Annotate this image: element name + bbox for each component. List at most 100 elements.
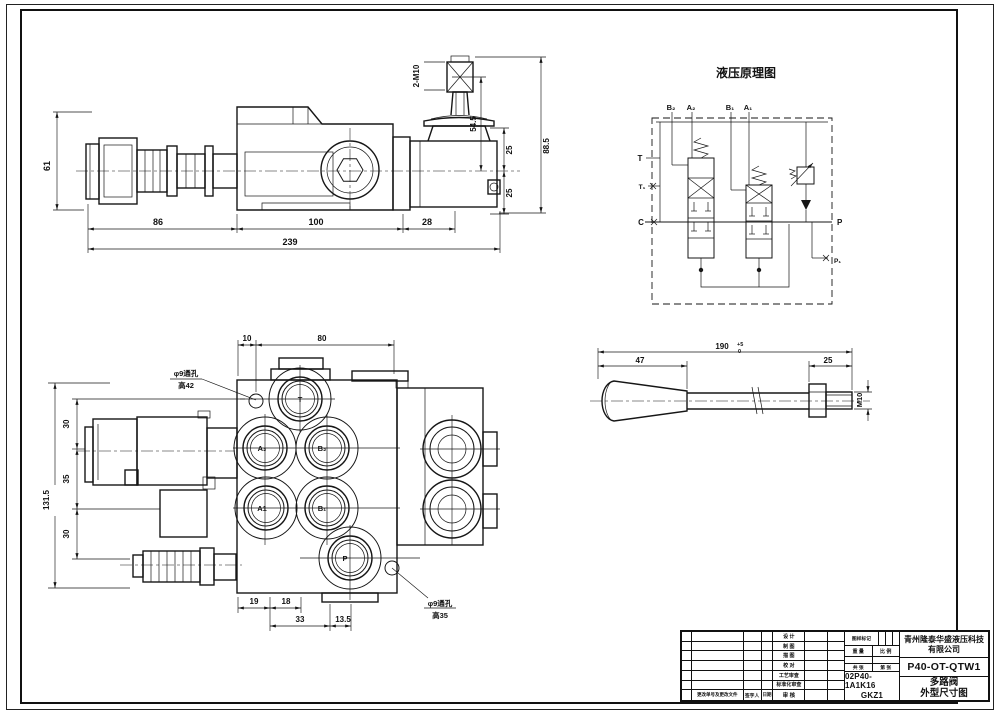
dim-131-5: 131.5 — [42, 489, 51, 510]
note-hole-top-line1: φ9通孔 — [174, 368, 199, 378]
tb-empty-row — [845, 657, 899, 664]
front-view-body — [78, 357, 500, 603]
dim-61: 61 — [42, 161, 52, 171]
tb-cell-empty — [682, 661, 692, 670]
title-block-middle: 图样标记 重 量 比 例 共 张 第 张 02P40-1A1K16 GKZ1 — [844, 632, 899, 700]
dim-190-tol-lower: 0 — [738, 349, 741, 355]
tb-signer-label: 签字人 — [744, 690, 762, 701]
tb-cell-empty — [682, 641, 692, 651]
tb-cell-empty — [744, 670, 762, 680]
port-a2: A₂ — [687, 103, 696, 112]
tb-row: 标准化审查 — [682, 680, 844, 691]
port-label-p: P — [342, 554, 347, 563]
tb-cell-empty — [805, 661, 829, 670]
tb-cell-empty — [828, 642, 844, 651]
dim-33: 33 — [296, 615, 305, 624]
tb-cell-empty — [762, 680, 774, 690]
port-label-b1: B₁ — [318, 504, 327, 513]
dim-28: 28 — [422, 217, 432, 227]
tb-cell-empty — [762, 661, 774, 670]
dim-35: 35 — [62, 474, 71, 483]
port-a1: A₁ — [744, 103, 753, 112]
tb-product-name-line1: 多路阀 — [929, 677, 959, 689]
dim-80: 80 — [318, 334, 327, 343]
handle-drawing: 190 +5 0 47 25 M10 — [590, 342, 872, 422]
note-2-m10: 2-M10 — [412, 64, 421, 87]
tb-sheet-total-label: 共 张 — [852, 666, 864, 671]
tb-audit-label: 审 核 — [773, 690, 806, 701]
tb-cell-empty — [762, 670, 774, 680]
tb-product-name-line2: 外型尺寸图 — [920, 688, 968, 699]
dim-19: 19 — [250, 597, 259, 606]
tb-cell-empty — [762, 651, 774, 661]
dim-86: 86 — [153, 217, 163, 227]
tb-row-bottom: 更改单号及更改文件签字人日期审 核 — [682, 690, 844, 701]
tb-change-label: 更改单号及更改文件 — [692, 690, 744, 701]
tb-cell-empty — [682, 690, 692, 701]
dim-100: 100 — [308, 217, 323, 227]
tb-cell-empty — [744, 680, 762, 690]
port-t: T — [638, 154, 643, 163]
dim-25-lower: 25 — [505, 188, 514, 197]
sheet-border-inner — [20, 9, 958, 704]
tb-cell-empty — [805, 670, 829, 680]
handle-body — [590, 380, 870, 422]
tb-cell-empty — [744, 661, 762, 670]
hydraulic-schematic: 液压原理图 — [638, 65, 843, 305]
tb-cell-empty — [682, 670, 692, 680]
tb-cell-empty — [828, 690, 844, 700]
side-view-drawing: 61 86 100 28 239 54.5 25 25 — [42, 55, 551, 253]
sheet-border-outer — [6, 4, 994, 710]
port-b2: B₂ — [667, 103, 676, 112]
tb-row: 设 计 — [682, 632, 844, 642]
front-view-drawing: T A₂ B₂ A1 B₁ P φ9通孔 高42 φ9通孔 高35 10 80 — [42, 334, 500, 631]
dim-30-top: 30 — [62, 419, 71, 428]
schematic-circuit — [645, 112, 833, 305]
side-view-dimensions: 61 86 100 28 239 54.5 25 25 — [42, 56, 551, 253]
tb-row-label-design: 设 计 — [773, 632, 806, 641]
tb-row: 校 对 — [682, 661, 844, 671]
tb-model: 02P40-1A1K16 GKZ1 — [845, 672, 899, 700]
tb-cell-empty — [845, 657, 872, 663]
tb-cell-empty — [692, 670, 744, 680]
tb-drawing-number: P40-OT-QTW1 — [900, 658, 988, 677]
title-block-right: 青州隆泰华盛液压科技有限公司 P40-OT-QTW1 多路阀 外型尺寸图 — [899, 632, 988, 700]
schematic-title: 液压原理图 — [716, 65, 776, 80]
tb-cell-empty — [828, 632, 844, 641]
tb-cell-empty — [682, 632, 692, 641]
dim-88-5: 88.5 — [542, 138, 551, 154]
port-label-t: T — [298, 395, 303, 404]
front-view-labels: T A₂ B₂ A1 B₁ P φ9通孔 高42 φ9通孔 高35 — [170, 368, 456, 620]
tb-cell-empty — [828, 661, 844, 670]
tb-cell-empty — [692, 680, 744, 690]
dim-47: 47 — [636, 356, 645, 365]
side-view-body — [76, 55, 520, 212]
title-block: 设 计 制 图 描 图 校 对 工艺审查 标准化审查 更改单号及更改文件签字人日… — [680, 630, 990, 702]
tb-company-name: 青州隆泰华盛液压科技有限公司 — [900, 632, 988, 658]
tb-cell-empty — [828, 671, 844, 680]
tb-sheet-row: 共 张 第 张 — [845, 664, 899, 672]
tb-row-label-process: 工艺审查 — [773, 670, 806, 680]
tb-cell-empty — [805, 641, 829, 651]
tb-mark-row: 图样标记 — [845, 632, 899, 646]
tb-cell-empty — [871, 657, 900, 663]
dim-190-tol-upper: +5 — [737, 342, 743, 348]
tb-sheet-no-label: 第 张 — [871, 664, 900, 671]
tb-mark-label: 图样标记 — [851, 637, 872, 642]
tb-weight-scale-row: 重 量 比 例 — [845, 646, 899, 657]
tb-date-label: 日期 — [762, 690, 774, 701]
tb-cell-empty — [805, 651, 829, 661]
tb-cell-empty — [805, 632, 829, 641]
port-label-a2: A₂ — [258, 444, 267, 453]
dim-30-bottom: 30 — [62, 529, 71, 538]
tb-cell-empty — [762, 641, 774, 651]
dim-25-upper: 25 — [505, 145, 514, 154]
note-hole-bot-line1: φ9通孔 — [428, 598, 453, 608]
tb-product-name: 多路阀 外型尺寸图 — [900, 677, 988, 701]
title-block-left-grid: 设 计 制 图 描 图 校 对 工艺审查 标准化审查 更改单号及更改文件签字人日… — [682, 632, 844, 701]
tb-cell-empty — [828, 651, 844, 660]
tb-row: 制 图 — [682, 641, 844, 652]
port-p1: P₁ — [834, 258, 841, 265]
port-label-b2: B₂ — [318, 444, 327, 453]
tb-weight-label: 重 量 — [852, 648, 864, 655]
